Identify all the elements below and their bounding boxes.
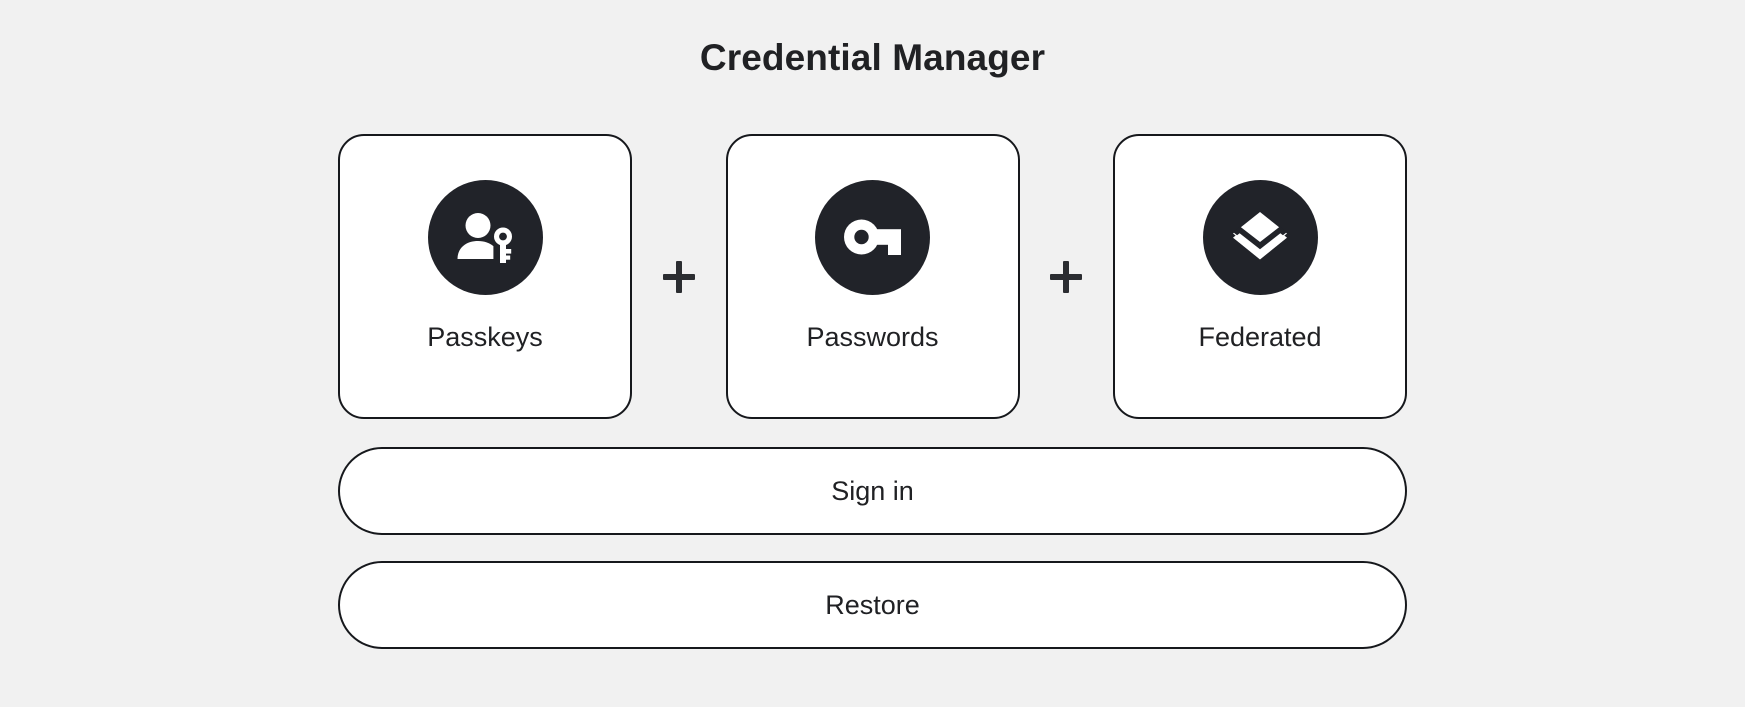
restore-button[interactable]: Restore [338, 561, 1407, 649]
credential-card-federated[interactable]: Federated [1113, 134, 1407, 419]
credential-card-passkeys[interactable]: Passkeys [338, 134, 632, 419]
layers-icon [1202, 180, 1318, 295]
credential-types-row: Passkeys + Passwords + [338, 133, 1407, 420]
sign-in-button[interactable]: Sign in [338, 447, 1407, 535]
credential-card-label: Passkeys [427, 322, 543, 352]
page-title: Credential Manager [699, 37, 1046, 78]
content-area: Passkeys + Passwords + [338, 133, 1407, 649]
plus-separator-1: + [653, 255, 705, 299]
key-icon [815, 180, 930, 295]
credential-card-label: Federated [1198, 322, 1322, 352]
credential-card-label: Passwords [806, 322, 939, 352]
person-key-icon [427, 180, 543, 295]
plus-separator-2: + [1040, 255, 1092, 299]
credential-card-passwords[interactable]: Passwords [725, 134, 1020, 419]
